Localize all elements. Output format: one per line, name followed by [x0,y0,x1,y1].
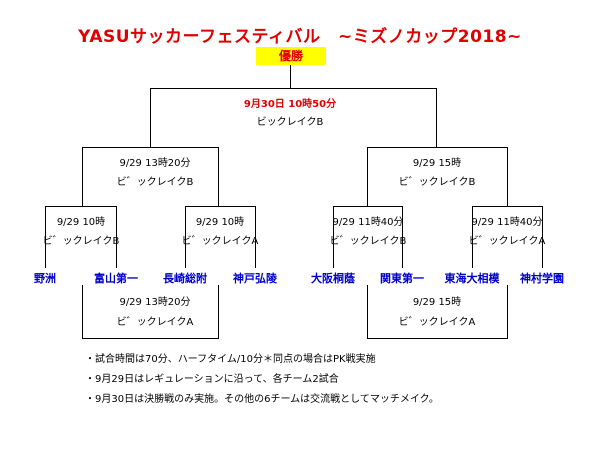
semi-left-datetime: 9/29 13時20分 [119,158,191,169]
team-4: 神戸弘陵 [233,272,277,285]
final-venue: ビックレイクB [256,117,324,128]
team-8: 神村学園 [520,272,564,285]
quarter-3-venue: ビ゛ックレイクB [329,236,407,247]
team-3: 長崎総附 [163,272,207,285]
team-6: 関東第一 [380,272,424,285]
team-7: 東海大相模 [444,272,500,285]
note-item: ・9月30日は決勝戦のみ実施。その他の6チームは交流戦としてマッチメイク。 [85,394,439,405]
team-5: 大阪桐蔭 [311,272,355,285]
notes-list: ・試合時間は70分、ハーフタイム/10分＊同点の場合はPK戦実施 ・9月29日は… [85,350,439,410]
exchange-right-datetime: 9/29 15時 [412,297,462,308]
page-title: YASUサッカーフェスティバル ~ミズノカップ2018~ [78,27,522,47]
champion-label: 優勝 [256,47,326,65]
note-item: ・9月29日はレギュレーションに沿って、各チーム2試合 [85,374,339,385]
quarter-3-datetime: 9/29 11時40分 [332,217,404,228]
final-datetime: 9月30日 10時50分 [243,99,337,110]
semi-right-datetime: 9/29 15時 [412,158,462,169]
semi-right-venue: ビ゛ックレイクB [398,177,476,188]
team-1: 野洲 [34,272,56,285]
semi-left-venue: ビ゛ックレイクB [116,177,194,188]
quarter-2-venue: ビ゛ックレイクA [181,236,259,247]
team-2: 富山第一 [94,272,138,285]
quarter-2-datetime: 9/29 10時 [195,217,245,228]
note-item: ・試合時間は70分、ハーフタイム/10分＊同点の場合はPK戦実施 [85,354,376,365]
exchange-left-venue: ビ゛ックレイクA [116,317,194,328]
quarter-1-venue: ビ゛ックレイクB [42,236,120,247]
quarter-4-venue: ビ゛ックレイクA [468,236,546,247]
exchange-left-datetime: 9/29 13時20分 [119,297,191,308]
quarter-4-datetime: 9/29 11時40分 [471,217,543,228]
quarter-1-datetime: 9/29 10時 [56,217,106,228]
exchange-right-venue: ビ゛ックレイクA [398,317,476,328]
